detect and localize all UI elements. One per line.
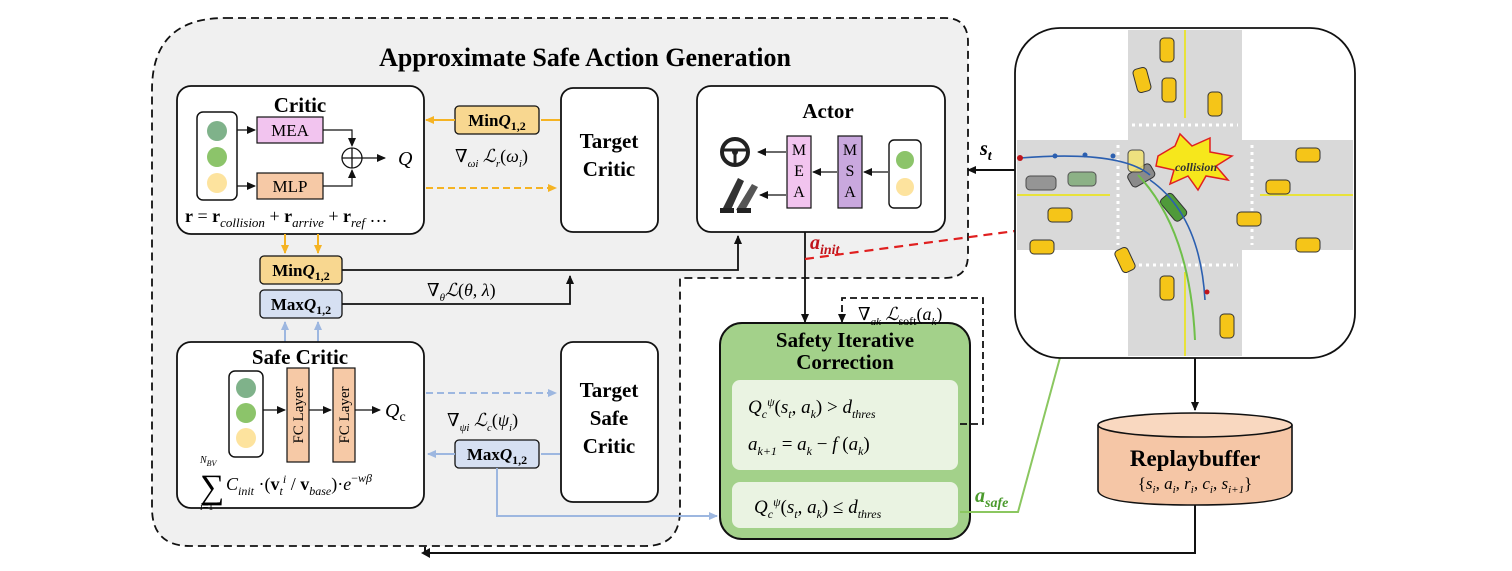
- input-dot: [207, 147, 227, 167]
- replay-title: Replaybuffer: [1130, 446, 1260, 471]
- a-safe-label: asafe: [975, 485, 1008, 511]
- sic-title-1: Safety Iterative: [776, 328, 914, 352]
- sic-title-2: Correction: [796, 350, 894, 374]
- input-dot: [896, 178, 914, 196]
- actor-mea-box: [786, 135, 812, 209]
- cost-formula: ∑: [200, 469, 224, 506]
- sic-update: ak+1 = ak − f (ak): [748, 434, 870, 458]
- safe-critic-title: Safe Critic: [252, 345, 348, 369]
- input-dot: [236, 403, 256, 423]
- critic-title: Critic: [274, 93, 326, 117]
- safety-iterative-correction-block: Safety Iterative Correction Qcψ(st, ak) …: [719, 322, 971, 540]
- actor-title: Actor: [802, 99, 853, 123]
- sic-cond1: Qcψ(st, ak) > dthres: [748, 395, 876, 421]
- maxq-low-label: MaxQ1,2: [467, 445, 527, 467]
- target-safe-critic-line1: Target: [580, 378, 639, 402]
- collision-label: collision: [1175, 160, 1217, 174]
- critic-block: Critic MEA MLP Q r = rcollision + rarriv…: [176, 85, 425, 235]
- input-dot: [896, 151, 914, 169]
- sic-exit-panel: [732, 482, 958, 528]
- input-dot: [236, 378, 256, 398]
- minq-top-label: MinQ1,2: [468, 111, 526, 133]
- collision-icon: [1155, 132, 1235, 192]
- fc-layer-2-label: FC Layer: [337, 386, 353, 443]
- reward-formula: r = rcollision + rarrive + rref …: [185, 206, 388, 230]
- critic-mlp-label: MLP: [273, 177, 308, 196]
- fc-layer-2: [332, 367, 356, 463]
- fc-layer-1: [286, 367, 310, 463]
- fc-layer-1-label: FC Layer: [291, 386, 307, 443]
- target-safe-critic-box: [560, 341, 659, 503]
- s-t-label: st: [979, 138, 993, 164]
- target-safe-critic-line3: Critic: [583, 434, 635, 458]
- actor-input-panel: [888, 139, 922, 209]
- input-dot: [207, 121, 227, 141]
- target-safe-critic-line2: Safe: [590, 406, 629, 430]
- cost-formula-upper: NBV: [199, 455, 218, 468]
- sic-loop-panel: [732, 380, 958, 470]
- critic-mea-label: MEA: [271, 121, 310, 140]
- replay-buffer: Replaybuffer {si, ai, ri, ci, si+1}: [1097, 412, 1293, 506]
- intersection-scene: collision: [1014, 27, 1356, 359]
- safe-critic-block: Safe Critic FC Layer FC Layer Qc ∑ NBV i…: [176, 341, 425, 513]
- soft-gradient-loop: [838, 297, 984, 425]
- replay-tuple: {si, ai, ri, ci, si+1}: [1138, 474, 1253, 496]
- critic-mlp-box: [256, 172, 324, 200]
- input-dot: [236, 428, 256, 448]
- cost-formula-body: Cinit ·(vti / vbase)·e−wβ: [226, 471, 372, 498]
- actor-msa-box: [837, 135, 863, 209]
- maxq-mid-label: MaxQ1,2: [271, 295, 331, 317]
- target-critic-line1: Target: [580, 129, 639, 153]
- target-critic-line2: Critic: [583, 157, 635, 181]
- replay-return-path: [424, 505, 1196, 554]
- vehicle-icon: [1025, 37, 1321, 339]
- input-dot: [207, 173, 227, 193]
- critic-q-output: Q: [398, 148, 413, 170]
- sic-cond2: Qcψ(st, ak) ≤ dthres: [754, 495, 882, 521]
- steering-wheel-icon: [720, 137, 750, 167]
- cost-formula-lower: i=1: [200, 502, 213, 513]
- section-title: Approximate Safe Action Generation: [379, 43, 791, 72]
- target-critic-box: [560, 87, 659, 233]
- pedals-icon: [720, 178, 758, 213]
